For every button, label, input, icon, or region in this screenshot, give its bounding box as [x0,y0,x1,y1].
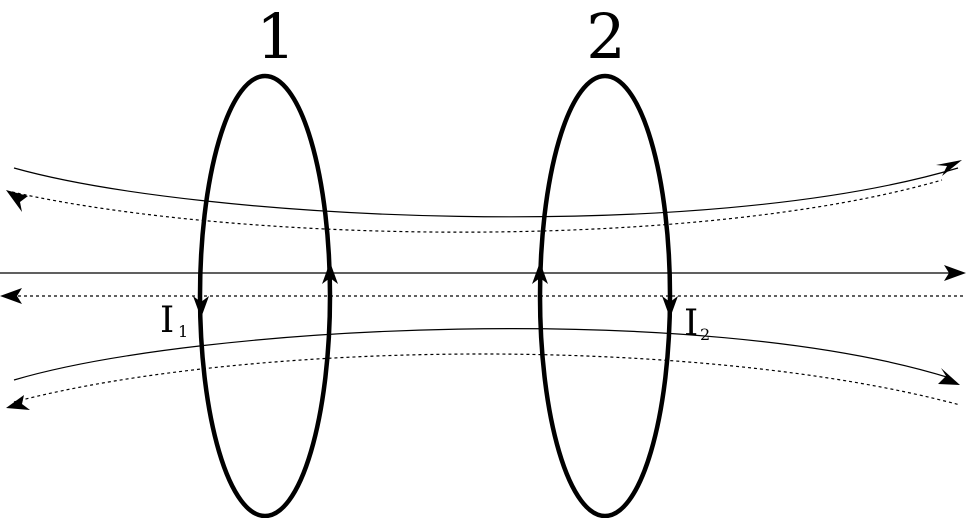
upper-field-line-inner [11,179,943,233]
coil-2-current-subscript: 2 [700,325,710,344]
upper-inner-arrowhead [6,190,28,212]
coil-1-number: 1 [256,0,295,73]
coil-1-loop [197,73,333,518]
coil-2-loop [537,73,673,518]
upper-field-line-outer [13,167,959,218]
lower-field-line-inner [13,353,961,406]
axis-solid-arrowhead [944,265,966,281]
coil-2-current-up-arrow [532,262,548,284]
coil-1-current-down-arrow [193,296,209,318]
upper-outer-arrowhead [936,160,962,176]
axis-dashed-arrowhead [0,288,22,304]
coil-1: 1 I 1 [160,0,338,518]
coil-1-current-symbol: I [160,300,174,341]
lower-outer-arrowhead [938,368,960,385]
coil-2-current-symbol: I [684,303,698,344]
coil-2-current-down-arrow [662,296,678,318]
coil-2: 2 I 2 [532,0,710,518]
lower-inner-arrowhead [6,395,30,410]
coil-1-current-subscript: 1 [178,322,188,341]
coil-2-number: 2 [586,0,625,73]
coil-1-current-up-arrow [322,262,338,284]
lower-field-line-outer [13,328,951,381]
